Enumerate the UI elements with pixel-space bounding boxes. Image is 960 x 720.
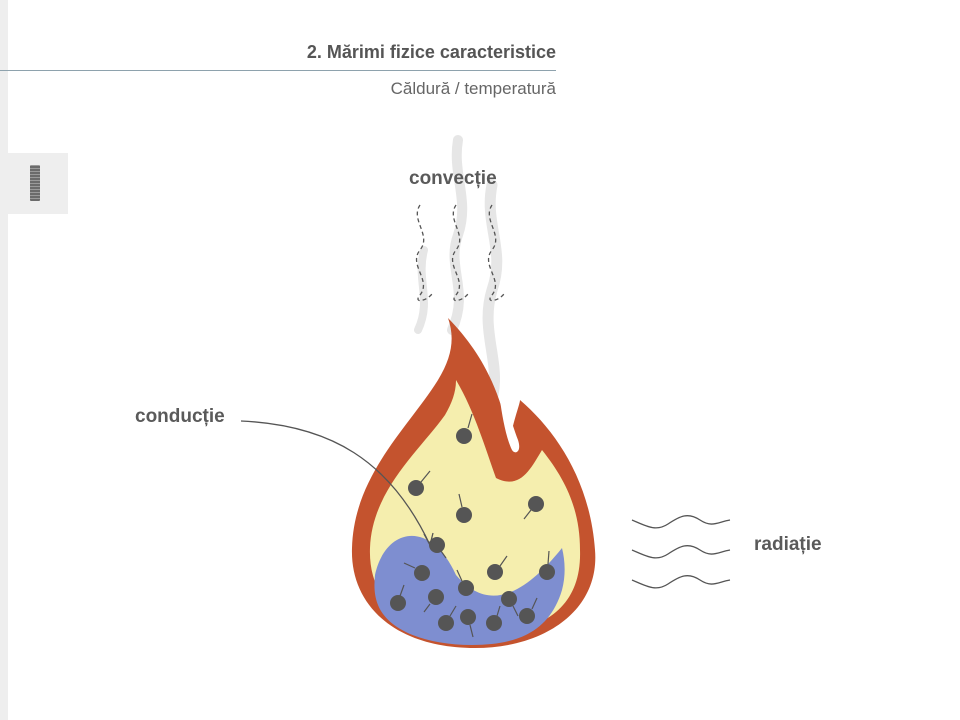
page-subtitle: Căldură / temperatură (390, 79, 556, 98)
heat-wave-icon (631, 514, 731, 589)
particle-icon (429, 537, 447, 559)
particles (390, 413, 555, 638)
convection-label: convecție (409, 168, 497, 189)
conduction-label: conducție (135, 406, 225, 427)
particle-icon (456, 493, 472, 523)
page-title: 2. Mărimi fizice caracteristice (306, 42, 556, 62)
left-edge-strip (0, 0, 8, 720)
particle-icon (460, 609, 476, 638)
flame-icon (351, 318, 596, 648)
particle-icon (539, 550, 555, 580)
particle-icon (456, 413, 473, 444)
conduction-pointer (240, 420, 431, 546)
convection-arrows (415, 204, 506, 302)
particle-icon (423, 589, 444, 613)
particle-icon (390, 584, 406, 611)
particle-icon (486, 605, 502, 631)
particle-icon (408, 470, 431, 496)
particle-icon (501, 591, 519, 617)
flame-gap (500, 400, 520, 453)
particle-icon (523, 496, 544, 520)
smoke-icon (414, 135, 503, 401)
header-divider (0, 70, 556, 71)
particle-icon (487, 555, 508, 580)
particle-icon (403, 562, 430, 581)
radiation-label: radiație (754, 534, 822, 555)
slide-marker-icon (30, 165, 40, 201)
particle-icon (519, 597, 538, 624)
particle-icon (456, 569, 474, 596)
particle-icon (438, 605, 457, 631)
conduction-arrowhead (423, 532, 434, 546)
